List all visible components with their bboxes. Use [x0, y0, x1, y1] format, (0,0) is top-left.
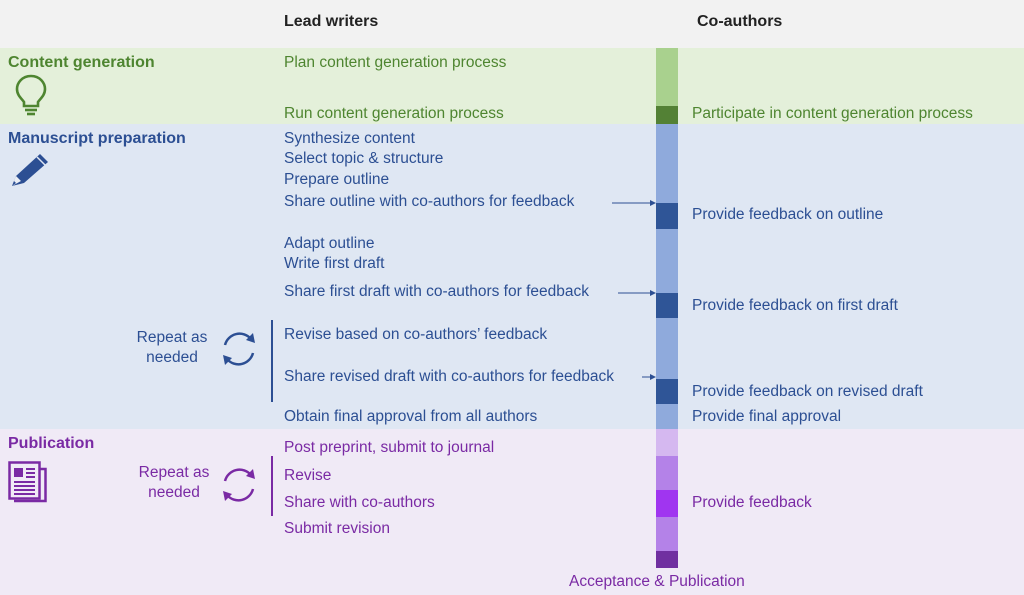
lead-item-share-draft: Share first draft with co-authors for fe… — [284, 283, 589, 300]
lead-item-pub-revise: Revise — [284, 467, 332, 484]
manuscript-preparation-band — [0, 124, 1024, 429]
lead-item-share-coauthors: Share with co-authors — [284, 494, 435, 511]
timeline-segment-approval — [656, 404, 678, 429]
timeline-segment-preprint — [656, 429, 678, 456]
lead-item-run-content: Run content generation process — [284, 105, 504, 122]
timeline-segment-draft — [656, 229, 678, 293]
section-title-content-generation: Content generation — [8, 54, 155, 71]
lead-item-final-approval: Obtain final approval from all authors — [284, 408, 538, 425]
section-title-publication: Publication — [8, 435, 95, 452]
lead-item-share-outline: Share outline with co-authors for feedba… — [284, 193, 575, 210]
coauthor-item-final-approval: Provide final approval — [692, 408, 842, 425]
lead-item-prepare-outline: Prepare outline — [284, 171, 390, 188]
timeline-segment-submit-revision — [656, 517, 678, 551]
lead-item-plan-content: Plan content generation process — [284, 54, 507, 71]
coauthor-item-feedback-outline: Provide feedback on outline — [692, 206, 884, 223]
timeline-segment-draft-feedback — [656, 293, 678, 318]
timeline-segment-acceptance — [656, 551, 678, 568]
lead-item-post-preprint: Post preprint, submit to journal — [284, 439, 495, 456]
content-generation-band — [0, 48, 1024, 124]
coauthor-item-participate: Participate in content generation proces… — [692, 105, 973, 122]
lead-item-submit-revision: Submit revision — [284, 520, 390, 537]
cycle-arrows-icon — [223, 332, 255, 366]
lightbulb-icon — [15, 74, 47, 116]
timeline-segment-plan — [656, 48, 678, 106]
publication-repeat-line2: needed — [148, 484, 200, 501]
manuscript-repeat-line2: needed — [146, 349, 198, 366]
timeline-segment-pub-feedback — [656, 490, 678, 517]
lead-item-share-revised: Share revised draft with co-authors for … — [284, 368, 614, 385]
timeline-segment-revised-feedback — [656, 379, 678, 404]
lead-item-synthesize: Synthesize content — [284, 130, 415, 147]
lead-item-select-topic: Select topic & structure — [284, 150, 444, 167]
co-authors-header: Co-authors — [697, 13, 783, 30]
publication-band — [0, 429, 1024, 595]
coauthor-item-feedback-revised: Provide feedback on revised draft — [692, 383, 923, 400]
arrow-draft-to-timeline — [618, 290, 656, 296]
publication-repeat-bracket — [271, 456, 273, 516]
manuscript-repeat-label: Repeat as needed — [126, 328, 218, 368]
arrow-revised-to-timeline — [642, 374, 656, 380]
lead-writers-header: Lead writers — [284, 13, 379, 30]
manuscript-repeat-bracket — [271, 320, 273, 402]
coauthor-item-feedback-draft: Provide feedback on first draft — [692, 297, 898, 314]
timeline-segment-run — [656, 106, 678, 124]
acceptance-publication-label: Acceptance & Publication — [569, 573, 745, 590]
lead-item-revise-feedback: Revise based on co-authors’ feedback — [284, 326, 548, 343]
publication-repeat-line1: Repeat as — [138, 464, 210, 481]
arrow-outline-to-timeline — [612, 200, 656, 206]
publication-repeat-label: Repeat as needed — [128, 463, 220, 503]
timeline-segment-outline-feedback — [656, 203, 678, 229]
timeline-segment-synthesize — [656, 124, 678, 203]
coauthor-item-provide-feedback: Provide feedback — [692, 494, 812, 511]
lead-item-adapt-outline: Adapt outline — [284, 235, 375, 252]
timeline-segment-revise — [656, 318, 678, 379]
pencil-icon — [12, 154, 48, 186]
timeline-segment-pub-revise — [656, 456, 678, 490]
newspaper-icon — [8, 461, 47, 503]
section-title-manuscript-preparation: Manuscript preparation — [8, 130, 186, 147]
lead-item-write-draft: Write first draft — [284, 255, 385, 272]
manuscript-repeat-line1: Repeat as — [136, 329, 208, 346]
cycle-arrows-icon — [223, 468, 255, 502]
